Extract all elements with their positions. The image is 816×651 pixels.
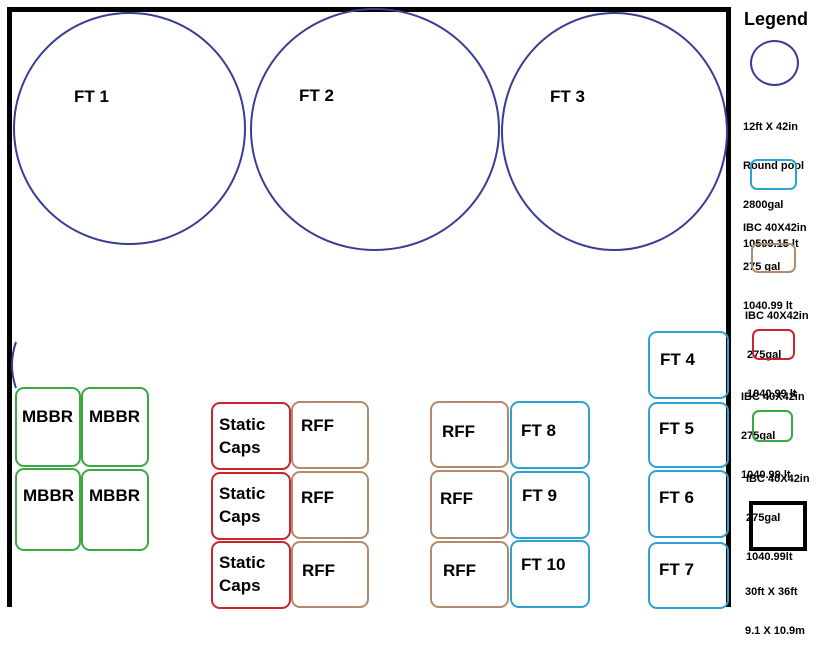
edge-arc [11, 341, 17, 389]
legend-pool-symbol [750, 40, 799, 86]
rff-tank: RFF [291, 541, 369, 608]
pool-ft2-label: FT 2 [299, 86, 334, 105]
ft-tank: FT 5 [648, 402, 729, 468]
rff-tank: RFF [430, 401, 509, 468]
legend-floor-text: 30ft X 36ft 9.1 X 10.9m [745, 586, 805, 637]
pool-ft1-label: FT 1 [74, 87, 109, 106]
static-caps-tank: Static Caps [211, 402, 291, 470]
rff-tank: RFF [430, 470, 509, 539]
legend-ibc-red-symbol [752, 329, 795, 360]
ft-tank: FT 9 [510, 471, 590, 539]
pool-ft3 [501, 12, 728, 251]
mbbr-tank: MBBR [81, 469, 149, 551]
rff-tank: RFF [291, 401, 369, 469]
legend-ibc-green-symbol [752, 410, 793, 442]
static-caps-tank: Static Caps [211, 472, 291, 540]
legend-ibc-green-text: IBC 40X42in 275gal 1040.99lt [746, 473, 810, 563]
ft-tank: FT 10 [510, 540, 590, 608]
mbbr-tank: MBBR [15, 387, 81, 467]
pool-ft3-label: FT 3 [550, 87, 585, 106]
ft-tank: FT 6 [648, 470, 729, 538]
legend-floor-symbol [749, 501, 807, 551]
ft-tank: FT 7 [648, 542, 729, 609]
legend-title: Legend [744, 9, 809, 29]
legend-ibc-blue-symbol [750, 159, 797, 190]
mbbr-tank: MBBR [81, 387, 149, 467]
static-caps-tank: Static Caps [211, 541, 291, 609]
ft-tank: FT 4 [648, 331, 729, 399]
legend-ibc-red-text: IBC 40X42in 275gal 1040.99 lt [741, 391, 805, 481]
mbbr-tank: MBBR [15, 468, 81, 551]
pool-ft1 [13, 12, 246, 245]
legend-ibc-brown-symbol [751, 243, 796, 273]
rff-tank: RFF [291, 471, 369, 539]
ft-tank: FT 8 [510, 401, 590, 469]
pool-ft2 [250, 8, 500, 251]
rff-tank: RFF [430, 541, 509, 608]
